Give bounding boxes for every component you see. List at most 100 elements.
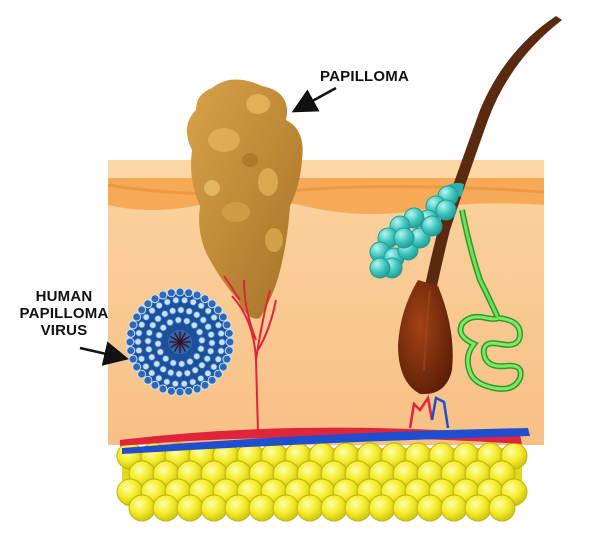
capsomere: [150, 294, 160, 304]
capsomere: [145, 345, 153, 353]
capsomere: [186, 358, 194, 366]
capsomere: [171, 380, 179, 388]
capsomere: [197, 345, 205, 353]
virus-core-spoke: [173, 332, 181, 343]
capsomere: [132, 312, 142, 322]
capsomere: [128, 320, 138, 330]
capsomere: [199, 316, 207, 324]
capsomere: [175, 370, 183, 378]
capillary: [430, 396, 450, 429]
capsomere: [198, 361, 206, 369]
capsomere: [162, 355, 170, 363]
capsomere: [134, 338, 142, 346]
capsomere: [192, 290, 202, 300]
capsomere: [222, 354, 232, 364]
capsomere: [189, 298, 197, 306]
virus-core-spoke: [173, 341, 181, 352]
capsomere: [185, 307, 193, 315]
capsomere: [166, 318, 174, 326]
capsomere: [137, 305, 147, 315]
fat-cell: [320, 494, 348, 522]
capsomere: [169, 359, 177, 367]
capsomere: [204, 307, 212, 315]
capsomere: [210, 363, 218, 371]
capsomere: [197, 374, 205, 383]
capsomere: [175, 287, 185, 297]
capsomere: [155, 301, 163, 310]
capsomere: [192, 384, 202, 394]
papilloma-arrow: [291, 86, 337, 113]
capsomere: [207, 299, 217, 309]
vein: [122, 428, 530, 454]
capsomere: [126, 346, 136, 356]
fat-cell: [248, 494, 276, 522]
capsomere: [143, 299, 153, 309]
capsomere: [203, 355, 211, 363]
capsomere: [217, 347, 225, 355]
capsomere: [200, 380, 210, 390]
capsomere: [181, 296, 189, 304]
virus-core-spoke: [179, 335, 190, 343]
fat-cell: [272, 494, 300, 522]
hpv-label-line: VIRUS: [40, 322, 88, 339]
capsomere: [177, 306, 185, 314]
capsomere: [159, 324, 167, 332]
human-papilloma-virus-label: HUMAN PAPILLOMA VIRUS: [8, 288, 120, 339]
gland-lobule: [369, 257, 391, 279]
hpv-label-line: PAPILLOMA: [19, 305, 109, 322]
capsomere: [156, 348, 164, 356]
capsomere: [166, 288, 176, 298]
sweat-gland: [457, 209, 524, 392]
gland-lobule: [421, 215, 443, 237]
capsomere: [158, 384, 168, 394]
gland-lobule: [435, 199, 457, 221]
capsomere: [148, 353, 156, 361]
fat-cell: [200, 494, 228, 522]
capsomere: [218, 362, 228, 372]
capsomere: [161, 310, 169, 318]
capsomere: [180, 380, 188, 388]
capsomere: [158, 290, 168, 300]
hpv-label-line: HUMAN: [35, 288, 93, 305]
virus-core-spoke: [179, 341, 187, 352]
capsomere: [184, 288, 194, 298]
capsomere: [125, 337, 135, 347]
capsomere: [218, 338, 226, 346]
capsomere: [138, 321, 146, 329]
fat-cell: [464, 494, 492, 522]
capsomere: [142, 362, 150, 371]
virus-core-spoke: [179, 332, 187, 343]
capsomere: [207, 375, 217, 385]
virus-core-spoke: [170, 341, 181, 349]
capsomere: [183, 317, 191, 325]
fat-cell: [152, 494, 180, 522]
capsomere: [191, 366, 199, 374]
capsomere: [222, 320, 232, 330]
virus-core-spoke: [170, 335, 181, 343]
capsomere: [208, 339, 216, 347]
capsomere: [196, 328, 204, 336]
capsomere: [148, 369, 156, 377]
fat-cell: [368, 494, 396, 522]
capsomere: [213, 305, 223, 315]
fat-layer: [116, 442, 528, 522]
capsomere: [149, 321, 157, 329]
capsomere: [155, 374, 163, 382]
virus-particle: [125, 287, 235, 397]
fat-cell: [176, 494, 204, 522]
capsomere: [126, 328, 136, 338]
capsomere: [153, 360, 161, 368]
capsomere: [224, 328, 234, 338]
fat-cell: [488, 494, 516, 522]
capsomere: [142, 313, 150, 321]
capsomere: [214, 321, 223, 329]
capsomere: [135, 346, 143, 355]
capsomere: [163, 378, 171, 386]
capsomere: [178, 360, 186, 368]
capsomere: [189, 378, 197, 386]
virus-core-spoke: [179, 341, 190, 349]
capsomere: [145, 329, 153, 337]
capsomere: [184, 386, 194, 396]
capsomere: [154, 315, 162, 323]
capsomere: [137, 369, 147, 379]
